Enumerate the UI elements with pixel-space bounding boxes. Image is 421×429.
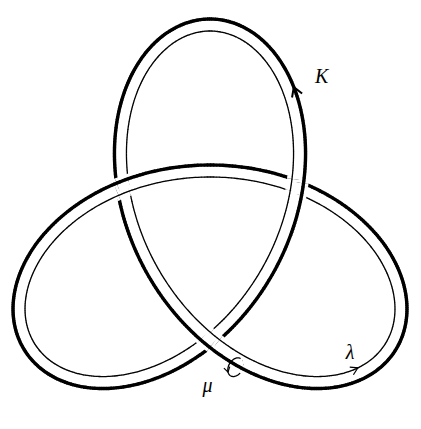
ribbon-mask xyxy=(390,306,412,308)
ribbon-mask xyxy=(210,160,213,182)
ribbon-mask xyxy=(289,151,311,154)
ribbon-mask xyxy=(288,148,310,151)
knot-ribbon xyxy=(8,14,412,394)
ribbon-mask xyxy=(104,372,107,394)
ribbon-mask xyxy=(316,372,318,394)
ribbon-mask xyxy=(109,148,131,151)
ribbon-mask xyxy=(289,154,311,157)
ribbon-mask xyxy=(318,372,321,394)
ribbon-mask xyxy=(101,372,103,394)
ribbon-mask xyxy=(109,154,131,157)
ribbon-mask xyxy=(288,156,310,159)
ribbon-mask xyxy=(208,14,210,36)
ribbon-mask xyxy=(213,160,216,182)
ribbon-mask xyxy=(204,160,207,182)
ribbon-mask xyxy=(390,308,412,310)
ribbon-mask xyxy=(109,151,131,154)
ribbon-mask xyxy=(8,308,30,310)
ribbon-mask xyxy=(207,160,210,182)
